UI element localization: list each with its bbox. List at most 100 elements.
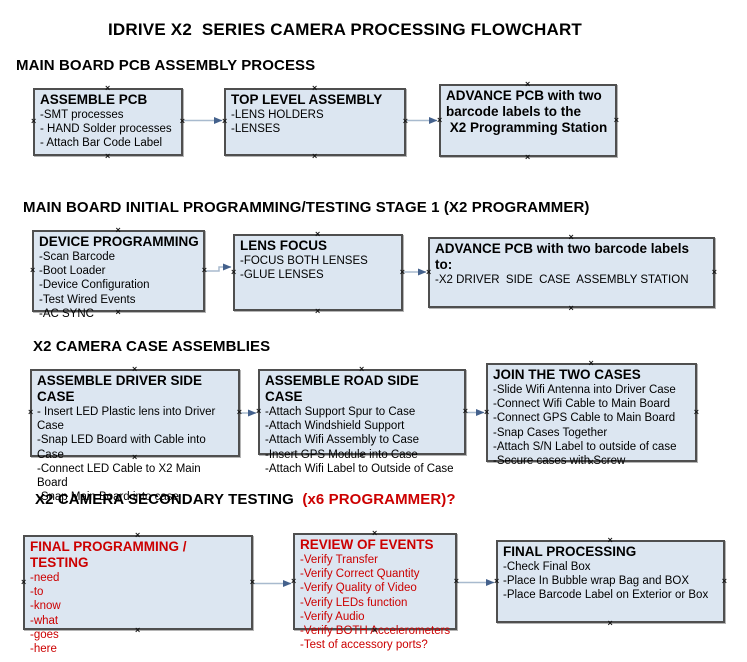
box-title-line: FINAL PROCESSING (503, 544, 637, 559)
connection-point-handle: × (249, 576, 255, 587)
box-final-processing[interactable]: FINAL PROCESSING-Check Final Box-Place I… (494, 536, 727, 628)
box-item: -Boot Loader (39, 265, 106, 278)
connection-point-handle: × (291, 575, 297, 586)
connection-point-handle: × (437, 114, 443, 125)
box-top-level-assembly[interactable]: TOP LEVEL ASSEMBLY-LENS HOLDERS-LENSES××… (222, 84, 408, 161)
box-item: -goes (30, 628, 59, 641)
connection-point-handle: × (568, 303, 574, 313)
connection-point-handle: × (236, 407, 242, 417)
connection-point-handle: × (525, 152, 531, 162)
box-item: -Insert GPS Module into Case (265, 448, 418, 461)
connection-point-handle: × (179, 116, 185, 126)
box-item: -Test Wired Events (39, 293, 136, 306)
section-header-secondary-testing: X2 CAMERA SECONDARY TESTING (x6 PROGRAMM… (35, 491, 456, 508)
box-item: - HAND Solder processes (40, 123, 172, 136)
page-title: IDRIVE X2 SERIES CAMERA PROCESSING FLOWC… (107, 20, 583, 39)
box-item: -Attach Support Spur to Case (265, 406, 416, 418)
box-item: -FOCUS BOTH LENSES (240, 255, 368, 267)
box-review-of-events[interactable]: REVIEW OF EVENTS -Verify Transfer -Verify … (291, 529, 459, 652)
box-title-line: ASSEMBLE ROAD SIDE CASE (265, 373, 423, 404)
box-title-line: REVIEW OF EVENTS (300, 537, 434, 552)
box-item: -Check Final Box (503, 561, 591, 573)
box-item: -Attach Wifi Assembly to Case (265, 434, 420, 447)
connection-point-handle: × (494, 575, 500, 586)
connection-point-handle: × (21, 576, 27, 587)
box-item: -LENSES (231, 123, 281, 136)
box-item: -Scan Barcode (39, 251, 116, 263)
section-header-text: X2 CAMERA SECONDARY TESTING (35, 491, 303, 508)
connection-point-handle: × (402, 116, 408, 126)
box-item: -Attach Wifi Label to Outside of Case (265, 462, 454, 475)
connection-point-handle: × (693, 406, 699, 417)
box-item: -to (30, 586, 44, 599)
box-item: -AC SYNC (39, 307, 94, 320)
connection-point-handle: × (231, 266, 237, 277)
box-assemble-driver-side-case[interactable]: ASSEMBLE DRIVER SIDE CASE- Insert LED Pl… (28, 365, 242, 504)
box-title-line: barcode labels to the (446, 104, 582, 119)
box-assemble-road-side-case[interactable]: ASSEMBLE ROAD SIDE CASE -Attach Support S… (256, 365, 468, 475)
connection-point-handle: × (711, 266, 717, 277)
connection-point-handle: × (613, 114, 619, 125)
box-item: -Connect Wifi Cable to Main Board (493, 398, 671, 411)
connection-point-handle: × (607, 618, 613, 628)
box-item: -GLUE LENSES (240, 269, 324, 282)
connection-point-handle: × (426, 266, 432, 277)
connection-point-handle: × (462, 406, 468, 416)
connection-point-handle: × (105, 151, 111, 161)
connection-point-handle: × (453, 575, 459, 586)
box-item: -Verify Transfer (300, 554, 378, 566)
box-item: -what (30, 614, 59, 627)
box-item: -Secure cases with Screw (493, 455, 626, 468)
section-header-red-suffix: (x6 PROGRAMMER)? (302, 491, 456, 508)
connection-point-handle: × (312, 151, 318, 161)
box-item: - Attach Bar Code Label (40, 137, 163, 150)
box-title-line: DEVICE PROGRAMMING (39, 234, 199, 249)
box-item: -Device Configuration (39, 279, 150, 292)
connector-arrow[interactable] (206, 263, 232, 272)
box-join-the-two-cases[interactable]: JOIN THE TWO CASES-Slide Wifi Antenna in… (484, 359, 699, 468)
connection-point-handle: × (30, 265, 36, 275)
section-header-case-assemblies: X2 CAMERA CASE ASSEMBLIES (33, 338, 271, 355)
box-item: -X2 DRIVER SIDE CASE ASSEMBLY STATION (435, 274, 689, 286)
box-item: -Attach Windshield Support (265, 420, 405, 433)
box-item: -need (30, 572, 60, 584)
box-item: -Snap Cases Together (493, 426, 608, 439)
box-item: -Attach S/N Label to outside of case (493, 440, 677, 453)
box-advance-pcb-to-driver-side-station[interactable]: ADVANCE PCB with two barcode labels to:-… (426, 233, 717, 313)
box-title-line: JOIN THE TWO CASES (493, 367, 641, 382)
box-title-line: TOP LEVEL ASSEMBLY (231, 92, 383, 107)
box-lens-focus[interactable]: LENS FOCUS-FOCUS BOTH LENSES-GLUE LENSES… (231, 230, 405, 316)
connection-point-handle: × (721, 575, 727, 586)
box-item: -Connect GPS Cable to Main Board (493, 412, 676, 425)
box-item: -Snap Main Board into case (37, 491, 179, 504)
box-item: -Connect LED Cable to X2 Main Board (37, 462, 204, 490)
box-item: -SMT processes (40, 109, 124, 121)
connection-point-handle: × (201, 265, 207, 275)
box-final-programming-testing[interactable]: FINAL PROGRAMMING / TESTING -need -to-know… (21, 531, 255, 656)
connection-point-handle: × (399, 266, 405, 277)
section-header-pcb-assembly: MAIN BOARD PCB ASSEMBLY PROCESS (16, 57, 316, 74)
box-item: -know (30, 600, 61, 613)
section-header-initial-programming: MAIN BOARD INITIAL PROGRAMMING/TESTING S… (23, 199, 590, 216)
connection-point-handle: × (31, 116, 37, 126)
box-item: -Place Barcode Label on Exterior or Box (503, 589, 709, 602)
box-item: -Test of accessory ports? (300, 639, 428, 652)
box-item: -Verify Audio (300, 610, 365, 623)
connection-point-handle: × (222, 116, 228, 126)
connection-point-handle: × (484, 406, 490, 417)
box-title-line: ADVANCE PCB with two (446, 88, 602, 103)
box-item: -Verify Correct Quantity (300, 568, 420, 581)
box-title-line: ASSEMBLE PCB (40, 92, 148, 107)
box-device-programming[interactable]: DEVICE PROGRAMMING -Scan Barcode -Boot Loa… (30, 226, 207, 320)
box-title-line: X2 Programming Station (446, 120, 608, 135)
box-item: - Insert LED Plastic lens into Driver Ca… (37, 406, 219, 433)
box-title-line: FINAL PROGRAMMING / TESTING (30, 539, 191, 570)
box-item: -Verify BOTH Accelerometers (300, 625, 451, 638)
box-title-line: ASSEMBLE DRIVER SIDE CASE (37, 373, 206, 404)
box-assemble-pcb[interactable]: ASSEMBLE PCB -SMT processes - HAND Solder … (31, 84, 185, 161)
box-item: -Snap LED Board with Cable into Case (37, 434, 209, 461)
box-item: -Verify LEDs function (300, 596, 408, 609)
box-item: -Verify Quality of Video (300, 582, 417, 595)
